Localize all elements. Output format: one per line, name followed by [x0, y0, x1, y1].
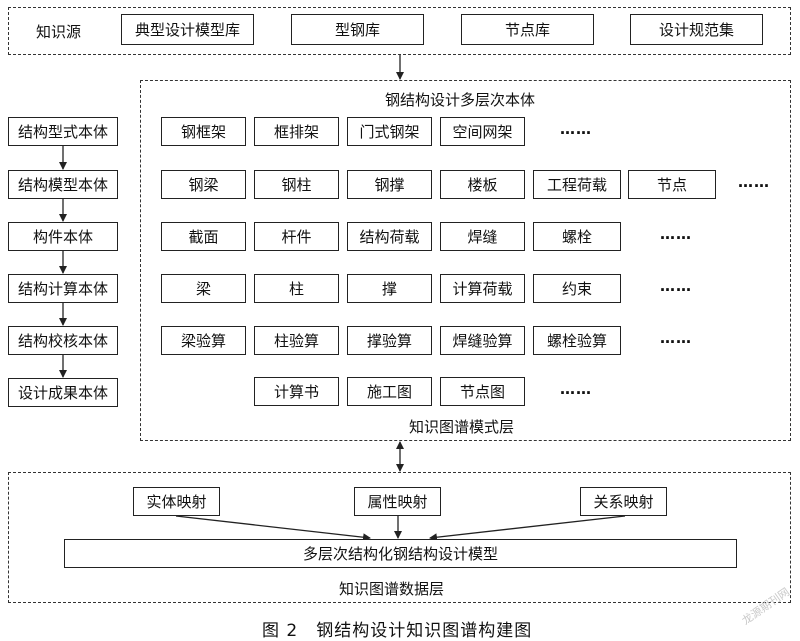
source-joint-library: 节点库 — [461, 14, 594, 45]
node-beam-check: 梁验算 — [161, 326, 246, 355]
ontology-structural-calculation: 结构计算本体 — [8, 274, 118, 303]
node-calculation-report: 计算书 — [254, 377, 339, 406]
row6-ellipsis: …… — [560, 380, 592, 398]
source-design-code-set: 设计规范集 — [630, 14, 763, 45]
node-member: 杆件 — [254, 222, 339, 251]
node-steel-brace: 钢撑 — [347, 170, 432, 199]
row1-ellipsis: …… — [560, 120, 592, 138]
row4-ellipsis: …… — [660, 277, 692, 295]
ontology-structural-check: 结构校核本体 — [8, 326, 118, 355]
node-brace-check: 撑验算 — [347, 326, 432, 355]
node-cross-section: 截面 — [161, 222, 246, 251]
ontology-structural-model: 结构模型本体 — [8, 170, 118, 199]
ontology-design-result: 设计成果本体 — [8, 378, 118, 407]
source-section-steel-library: 型钢库 — [291, 14, 424, 45]
node-column-check: 柱验算 — [254, 326, 339, 355]
node-calculation-load: 计算荷载 — [440, 274, 525, 303]
node-construction-drawing: 施工图 — [347, 377, 432, 406]
node-steel-column: 钢柱 — [254, 170, 339, 199]
node-joint-drawing: 节点图 — [440, 377, 525, 406]
node-frame-bent: 框排架 — [254, 117, 339, 146]
schema-layer-region — [140, 80, 791, 441]
node-column: 柱 — [254, 274, 339, 303]
row3-ellipsis: …… — [660, 225, 692, 243]
node-portal-frame: 门式钢架 — [347, 117, 432, 146]
arrow-relation-mapping — [429, 515, 626, 542]
figure-caption: 图 2 钢结构设计知识图谱构建图 — [262, 621, 533, 641]
knowledge-source-region — [8, 7, 791, 55]
node-weld: 焊缝 — [440, 222, 525, 251]
schema-layer-title: 钢结构设计多层次本体 — [385, 91, 536, 109]
data-layer-footer: 知识图谱数据层 — [339, 580, 445, 598]
row5-ellipsis: …… — [660, 329, 692, 347]
node-bolt: 螺栓 — [533, 222, 621, 251]
source-typical-design-library: 典型设计模型库 — [121, 14, 254, 45]
node-space-truss: 空间网架 — [440, 117, 525, 146]
knowledge-source-label: 知识源 — [36, 23, 82, 41]
node-floor-slab: 楼板 — [440, 170, 525, 199]
node-engineering-load: 工程荷载 — [533, 170, 621, 199]
node-bolt-check: 螺栓验算 — [533, 326, 621, 355]
mapping-entity: 实体映射 — [133, 487, 220, 516]
arrow-entity-mapping — [175, 515, 371, 542]
schema-layer-footer: 知识图谱模式层 — [409, 418, 515, 436]
node-joint: 节点 — [628, 170, 716, 199]
data-layer-region — [8, 472, 791, 603]
node-structural-load: 结构荷载 — [347, 222, 432, 251]
node-beam: 梁 — [161, 274, 246, 303]
ontology-component: 构件本体 — [8, 222, 118, 251]
mapping-attribute: 属性映射 — [354, 487, 441, 516]
node-constraint: 约束 — [533, 274, 621, 303]
node-brace: 撑 — [347, 274, 432, 303]
node-steel-beam: 钢梁 — [161, 170, 246, 199]
row2-ellipsis: …… — [738, 173, 770, 191]
ontology-structural-form: 结构型式本体 — [8, 117, 118, 146]
node-steel-frame: 钢框架 — [161, 117, 246, 146]
mapping-relation: 关系映射 — [580, 487, 667, 516]
multilevel-structured-design-model: 多层次结构化钢结构设计模型 — [64, 539, 737, 568]
node-weld-check: 焊缝验算 — [440, 326, 525, 355]
